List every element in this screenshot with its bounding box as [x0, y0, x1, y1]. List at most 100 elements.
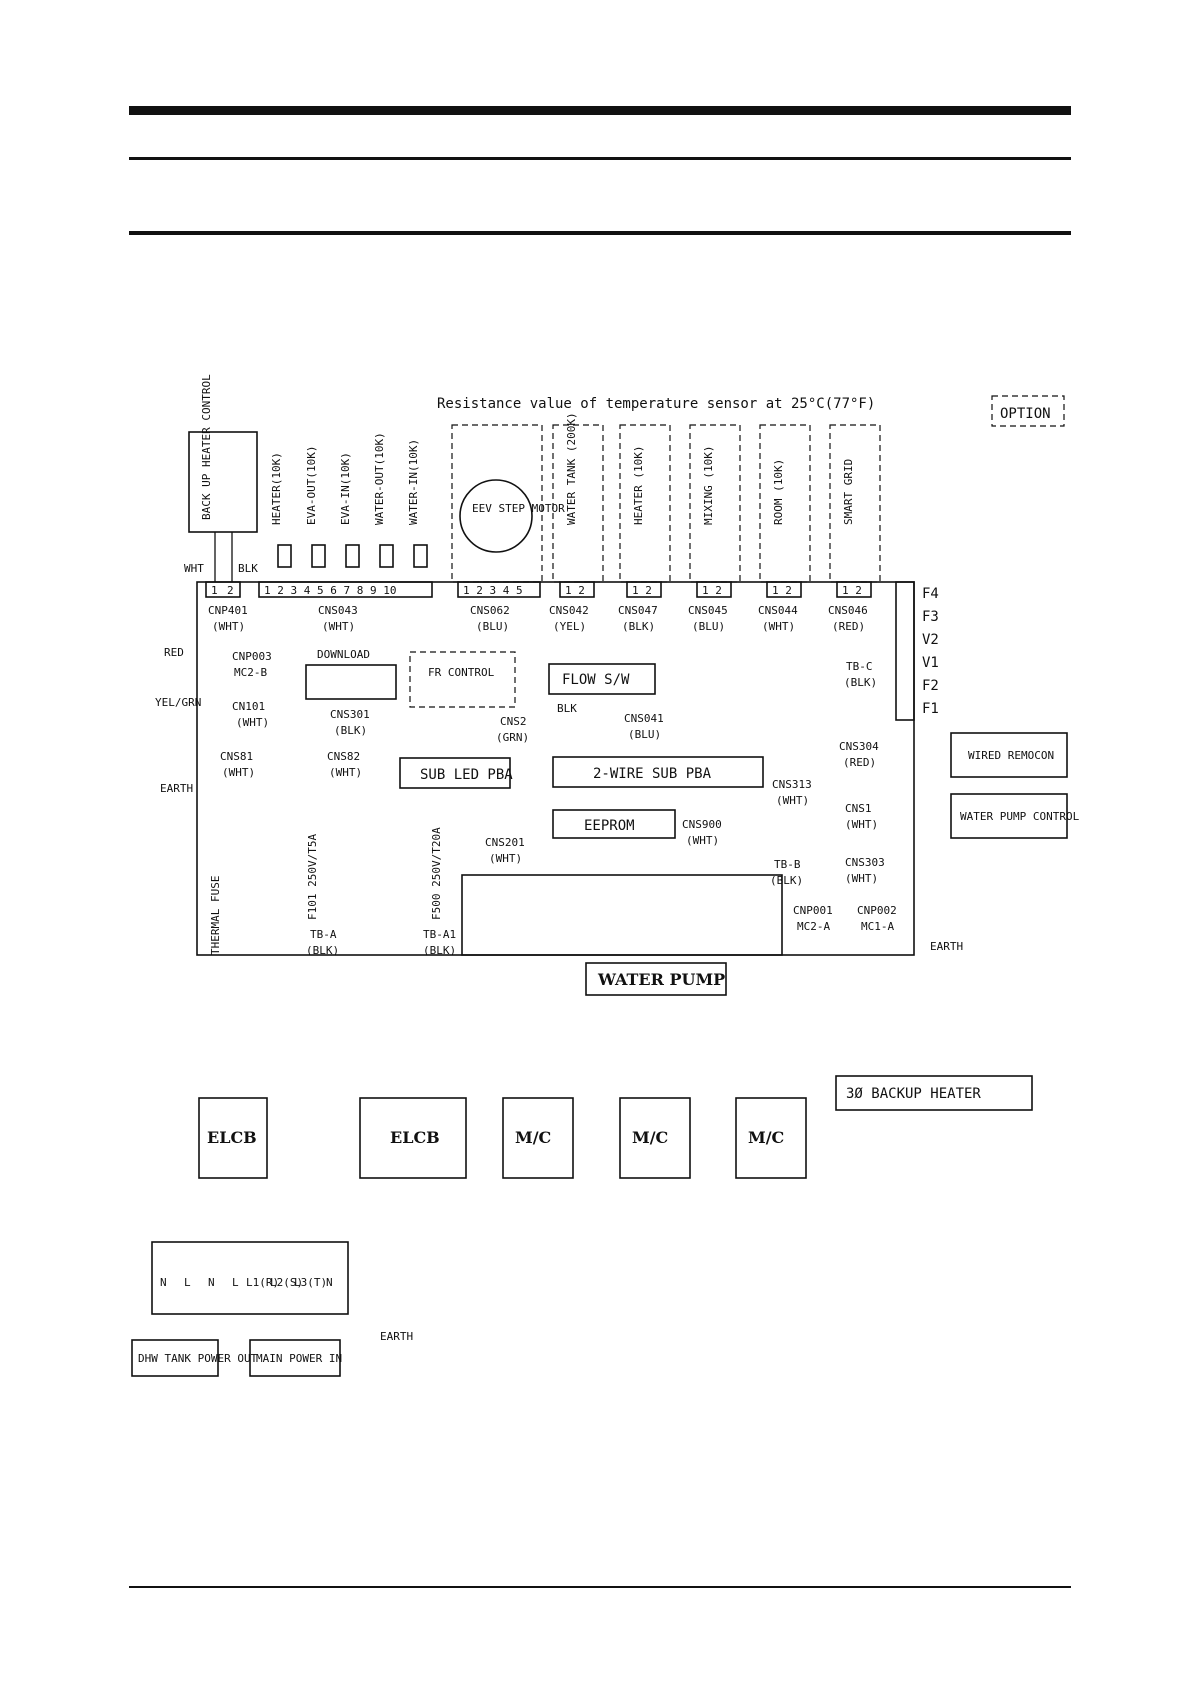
top-thick-rule [129, 106, 1071, 115]
cns201-label: CNS201 [485, 836, 525, 849]
sensor-eva-in: EVA-IN(10K) [339, 452, 352, 525]
svg-text:1 2: 1 2 [842, 584, 862, 597]
cns042-color: (YEL) [553, 620, 586, 633]
cns313-color: (WHT) [776, 794, 809, 807]
cns047-color: (BLK) [622, 620, 655, 633]
svg-text:F1: F1 [922, 701, 939, 717]
mc-1 [502, 1097, 574, 1179]
cns2-color: (GRN) [496, 731, 529, 744]
cns82-color: (WHT) [329, 766, 362, 779]
cns900-color: (WHT) [686, 834, 719, 847]
opt-sensor-smart-grid: SMART GRID [842, 459, 855, 525]
cns2-label: CNS2 [500, 715, 527, 728]
svg-text:L2(S): L2(S) [270, 1276, 303, 1289]
mc-2-label: M/C [632, 1128, 668, 1147]
water-pump-label: WATER PUMP [597, 970, 725, 989]
mc-2 [619, 1097, 691, 1179]
opt-sensor-mixing: MIXING (10K) [702, 446, 715, 525]
option-box [991, 395, 1065, 427]
tb-c-label: TB-C [846, 660, 873, 673]
elcb-right-label: ELCB [390, 1128, 440, 1147]
opt-sensor-room: ROOM (10K) [772, 459, 785, 525]
sensor-heater-10k: HEATER(10K) [270, 452, 283, 525]
cns301-label: CNS301 [330, 708, 370, 721]
cns82-label: CNS82 [327, 750, 360, 763]
cnp001-sub: MC2-A [797, 920, 830, 933]
cns042-label: CNS042 [549, 604, 589, 617]
dhw-out-label: DHW TANK POWER OUT [138, 1352, 258, 1365]
cnp002-sub: MC1-A [861, 920, 894, 933]
eeprom-box [552, 809, 676, 839]
earth-label-left: EARTH [160, 782, 193, 795]
cnp001-label: CNP001 [793, 904, 833, 917]
svg-text:L: L [184, 1276, 191, 1289]
cns046-label: CNS046 [828, 604, 868, 617]
wire-blk-cnp401: BLK [238, 562, 258, 575]
svg-text:1 2: 1 2 [772, 584, 792, 597]
svg-text:1 2 3 4 5: 1 2 3 4 5 [463, 584, 523, 597]
wire-red-cnp003: RED [164, 646, 184, 659]
eeprom-label: EEPROM [584, 818, 635, 834]
option-sensors: WATER TANK (200K) HEATER (10K) MIXING (1… [549, 412, 881, 633]
header-rule [129, 157, 1071, 160]
tb-b-terminal [461, 874, 783, 956]
tb-a1-color: (BLK) [423, 944, 456, 957]
wire-blk-flow: BLK [557, 702, 577, 715]
backup-heater-control-box [188, 431, 258, 533]
f101-label: F101 250V/T5A [306, 834, 319, 920]
sensor-eva-out: EVA-OUT(10K) [305, 446, 318, 525]
wire-wht-cnp401: WHT [184, 562, 204, 575]
backup-heater-box [835, 1075, 1033, 1111]
cns041-label: CNS041 [624, 712, 664, 725]
fr-control-label: FR CONTROL [428, 666, 495, 679]
footer-rule [129, 1586, 1071, 1588]
sensor-water-in: WATER-IN(10K) [407, 439, 420, 525]
cns044-color: (WHT) [762, 620, 795, 633]
two-wire-sub-pba-box [552, 756, 764, 788]
svg-text:L1(R): L1(R) [246, 1276, 279, 1289]
water-pump-box [585, 962, 727, 996]
cnp003-label: CNP003 [232, 650, 272, 663]
main-terminal-block [151, 1241, 349, 1315]
sensor-water-out: WATER-OUT(10K) [373, 432, 386, 525]
svg-text:F3: F3 [922, 609, 939, 625]
download-connector [305, 664, 397, 700]
main-power-in-box [249, 1339, 341, 1377]
svg-text:1 2: 1 2 [702, 584, 722, 597]
main-pcb [196, 581, 915, 956]
cns1-color: (WHT) [845, 818, 878, 831]
elcb-right [359, 1097, 467, 1179]
elcb-left-label: ELCB [207, 1128, 257, 1147]
cns301-color: (BLK) [334, 724, 367, 737]
svg-text:V2: V2 [922, 632, 939, 648]
cns046-color: (RED) [832, 620, 865, 633]
svg-text:F2: F2 [922, 678, 939, 694]
eev-label: EEV STEP MOTOR [472, 502, 565, 515]
cns045-label: CNS045 [688, 604, 728, 617]
cns043-label: CNS043 [318, 604, 358, 617]
svg-text:N: N [208, 1276, 215, 1289]
cns303-color: (WHT) [845, 872, 878, 885]
tb-a-color: (BLK) [306, 944, 339, 957]
tb-a1-label: TB-A1 [423, 928, 456, 941]
wire-yelgrn-cn101: YEL/GRN [155, 696, 201, 709]
svg-text:2: 2 [227, 584, 234, 597]
svg-text:1 2: 1 2 [632, 584, 652, 597]
download-label: DOWNLOAD [317, 648, 370, 661]
tb-c-terminal: F4 F3 V2 V1 F2 F1 TB-C (BLK) [844, 581, 939, 721]
cns062-color: (BLU) [476, 620, 509, 633]
mc-3 [735, 1097, 807, 1179]
thermal-fuse-label: THERMAL FUSE [209, 876, 222, 955]
cns900-label: CNS900 [682, 818, 722, 831]
cns304-color: (RED) [843, 756, 876, 769]
cns81-label: CNS81 [220, 750, 253, 763]
cnp002-label: CNP002 [857, 904, 897, 917]
cnp401-color: (WHT) [212, 620, 245, 633]
cn101-label: CN101 [232, 700, 265, 713]
tb-b-color: (BLK) [770, 874, 803, 887]
cnp401-label: CNP401 [208, 604, 248, 617]
cn101-color: (WHT) [236, 716, 269, 729]
resistance-note: Resistance value of temperature sensor a… [437, 396, 875, 412]
opt-sensor-heater: HEATER (10K) [632, 446, 645, 525]
